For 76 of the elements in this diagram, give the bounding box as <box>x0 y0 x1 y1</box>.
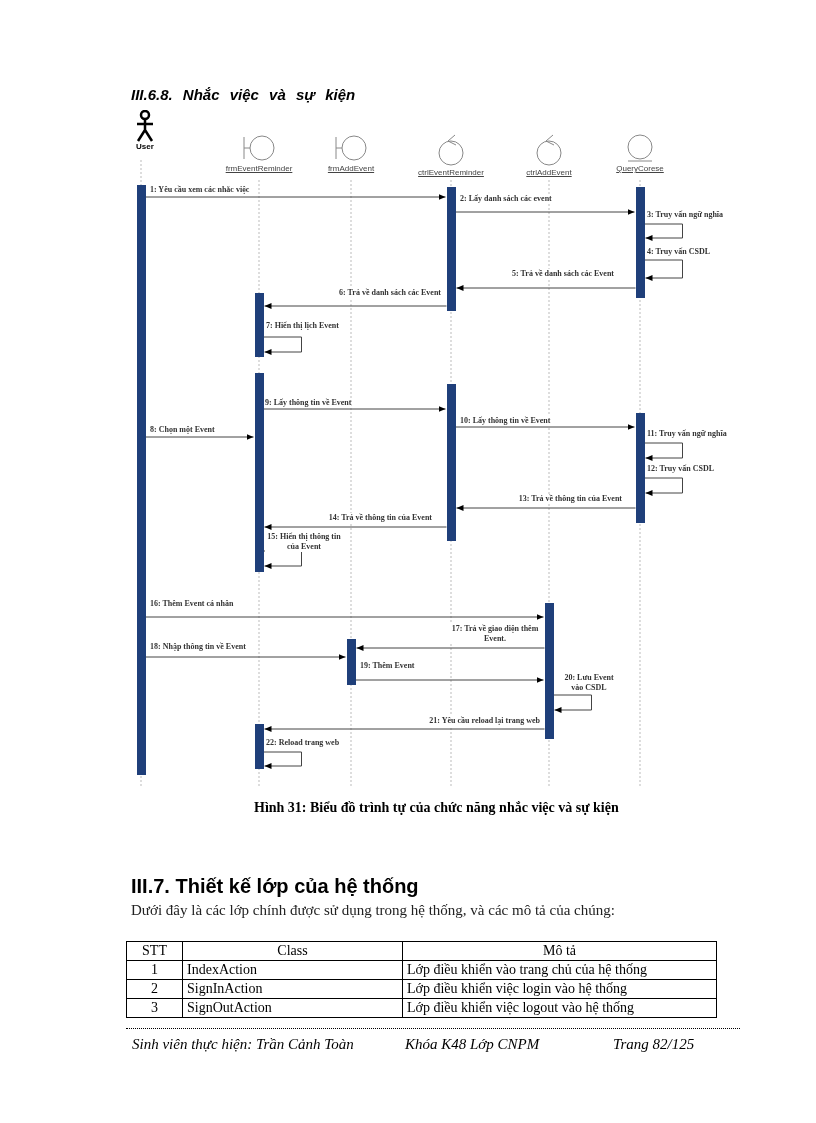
table-cell: IndexAction <box>182 960 403 980</box>
lifeline-name: ctrlEventReminder <box>418 168 484 178</box>
message-arrow <box>553 694 592 713</box>
message-label: 8: Chọn một Event <box>150 425 215 435</box>
message-arrow <box>264 524 447 530</box>
activation-bar <box>446 187 456 311</box>
activation-bar <box>635 187 645 298</box>
table-cell: 3 <box>126 998 183 1018</box>
message-label: 21: Yêu cầu reload lại trang web <box>429 716 540 726</box>
table-cell: SignInAction <box>182 979 403 999</box>
message-arrow <box>263 336 302 355</box>
footer-text: Khóa K48 Lớp CNPM <box>405 1035 540 1054</box>
message-arrow <box>145 434 254 440</box>
message-arrow <box>644 223 683 241</box>
activation-bar <box>544 603 554 739</box>
message-arrow <box>644 259 683 281</box>
message-label: 11: Truy vấn ngữ nghĩa <box>647 429 727 439</box>
message-arrow <box>455 424 635 430</box>
table-cell: STT <box>126 941 183 961</box>
lifeline-name: ctrlAddEvent <box>526 168 572 178</box>
activation-bar <box>635 413 645 523</box>
lifeline-name: frmEventReminder <box>225 164 293 174</box>
message-arrow <box>356 645 545 651</box>
paragraph: Dưới đây là các lớp chính được sử dụng trong hệ thống, và các mô tả của chúng: <box>131 901 615 920</box>
message-label: 12: Truy vấn CSDL <box>647 464 715 474</box>
table-cell: 1 <box>126 960 183 980</box>
footer-text: Sinh viên thực hiện: Trần Cảnh Toàn <box>132 1035 354 1054</box>
table-cell: Lớp điều khiển việc logout vào hệ thống <box>402 998 717 1018</box>
activation-bar <box>254 373 264 572</box>
table-cell: Mô tả <box>402 941 717 961</box>
message-label: 13: Trả về thông tin của Event <box>518 494 622 504</box>
message-label: 22: Reload trang web <box>266 738 340 748</box>
message-label: 15: Hiển thị thông tin của Event <box>265 532 343 552</box>
message-label: 3: Truy vấn ngữ nghĩa <box>647 210 724 220</box>
message-arrow <box>264 303 447 309</box>
message-label: 10: Lấy thông tin về Event <box>460 416 551 426</box>
message-label: 7: Hiển thị lịch Event <box>266 321 339 331</box>
message-label: 9: Lấy thông tin về Event <box>265 398 352 408</box>
message-label: 14: Trả về thông tin của Event <box>328 513 432 523</box>
message-arrow <box>263 751 302 769</box>
section-heading: III.6.8. Nhắc việc và sự kiện <box>131 85 356 105</box>
message-arrow <box>263 406 446 412</box>
message-label: 5: Trả về danh sách các Event <box>512 269 614 279</box>
message-arrow <box>145 654 346 660</box>
table-cell: SignOutAction <box>182 998 403 1018</box>
activation-bar <box>254 293 264 357</box>
message-label: 6: Trả về danh sách các Event <box>339 288 441 298</box>
table-cell: Lớp điều khiển việc login vào hệ thống <box>402 979 717 999</box>
message-label: 16: Thêm Event cá nhân <box>150 599 234 609</box>
message-label: 4: Truy vấn CSDL <box>647 247 711 257</box>
activation-bar <box>446 384 456 541</box>
message-label: 2: Lấy danh sách các event <box>460 194 552 204</box>
table-cell: Lớp điều khiển vào trang chủ của hệ thống <box>402 960 717 980</box>
message-arrow <box>644 442 683 461</box>
message-arrow <box>145 614 544 620</box>
message-label: 18: Nhập thông tin về Event <box>150 642 246 652</box>
lifeline-name: QueryCorese <box>616 164 664 174</box>
message-arrow <box>456 505 636 511</box>
lifeline-name: frmAddEvent <box>327 164 375 174</box>
message-arrow <box>456 285 636 291</box>
footer-text: Trang 82/125 <box>613 1035 695 1054</box>
figure-caption: Hình 31: Biểu đồ trình tự của chức năng nhắc việc và sự kiện <box>254 799 619 817</box>
message-arrow <box>644 477 683 496</box>
section-heading: III.7. Thiết kế lớp của hệ thống <box>131 874 419 899</box>
activation-bar <box>254 724 264 769</box>
message-arrow <box>264 726 545 732</box>
message-label: 17: Trả về giao diện thêm Event. <box>450 624 540 644</box>
activation-bar <box>346 639 356 685</box>
message-arrow <box>355 677 544 683</box>
actor-name: User <box>136 142 154 152</box>
message-label: 1: Yêu cầu xem các nhắc việc <box>150 185 250 195</box>
table-cell: Class <box>182 941 403 961</box>
table-cell: 2 <box>126 979 183 999</box>
message-arrow <box>145 194 446 200</box>
message-label: 19: Thêm Event <box>360 661 415 671</box>
message-arrow <box>455 209 635 215</box>
